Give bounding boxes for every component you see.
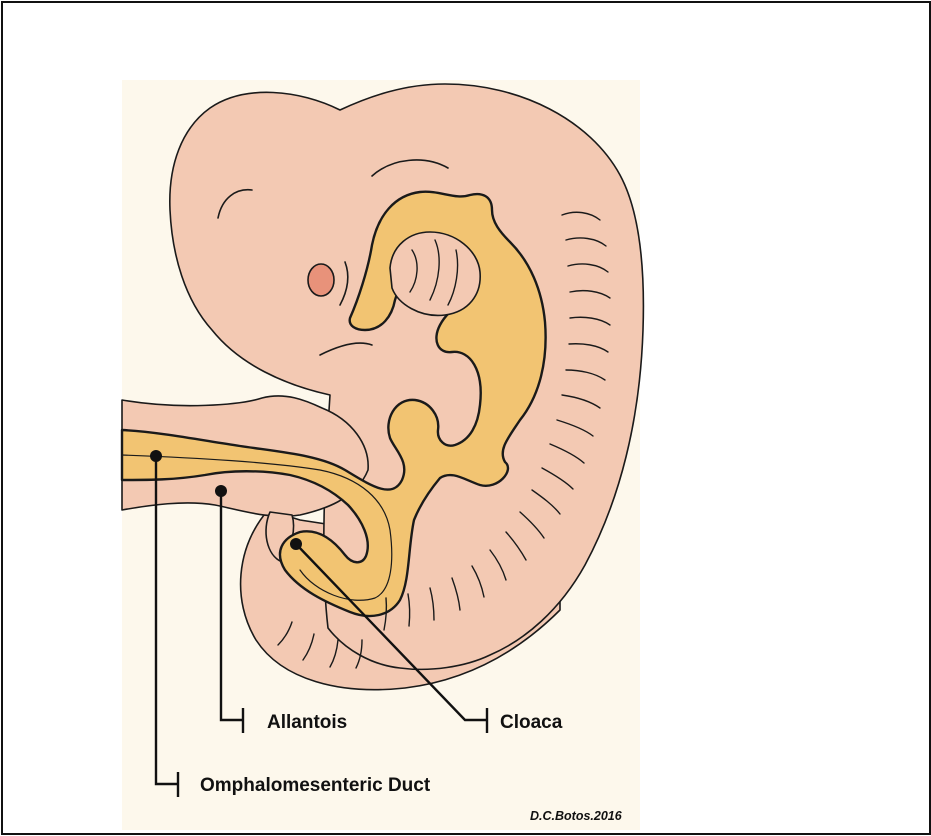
omphalomesenteric-duct-label: Omphalomesenteric Duct	[200, 775, 431, 796]
cloaca-label: Cloaca	[500, 712, 563, 733]
cloaca-dot	[290, 538, 302, 550]
allantois-label: Allantois	[267, 712, 347, 733]
allantois-dot	[215, 485, 227, 497]
eye	[308, 264, 334, 296]
author-credit: D.C.Botos.2016	[530, 809, 623, 823]
omphalomesenteric-dot	[150, 450, 162, 462]
